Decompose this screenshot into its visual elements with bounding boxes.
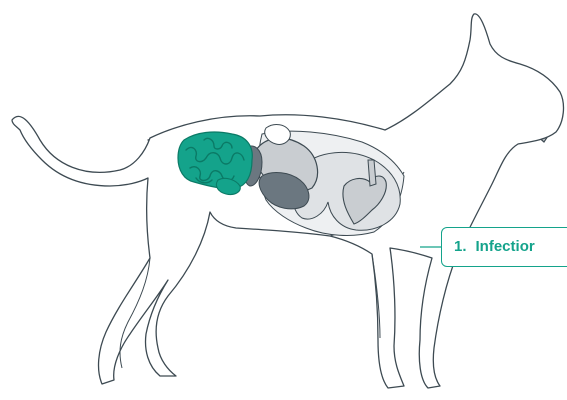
- callout-number: 1.: [454, 238, 467, 255]
- intestines-mass: [178, 132, 252, 189]
- callout-infection[interactable]: 1. Infectior: [441, 227, 567, 267]
- heart-vessel: [368, 160, 376, 186]
- callout-label: Infectior: [476, 238, 535, 255]
